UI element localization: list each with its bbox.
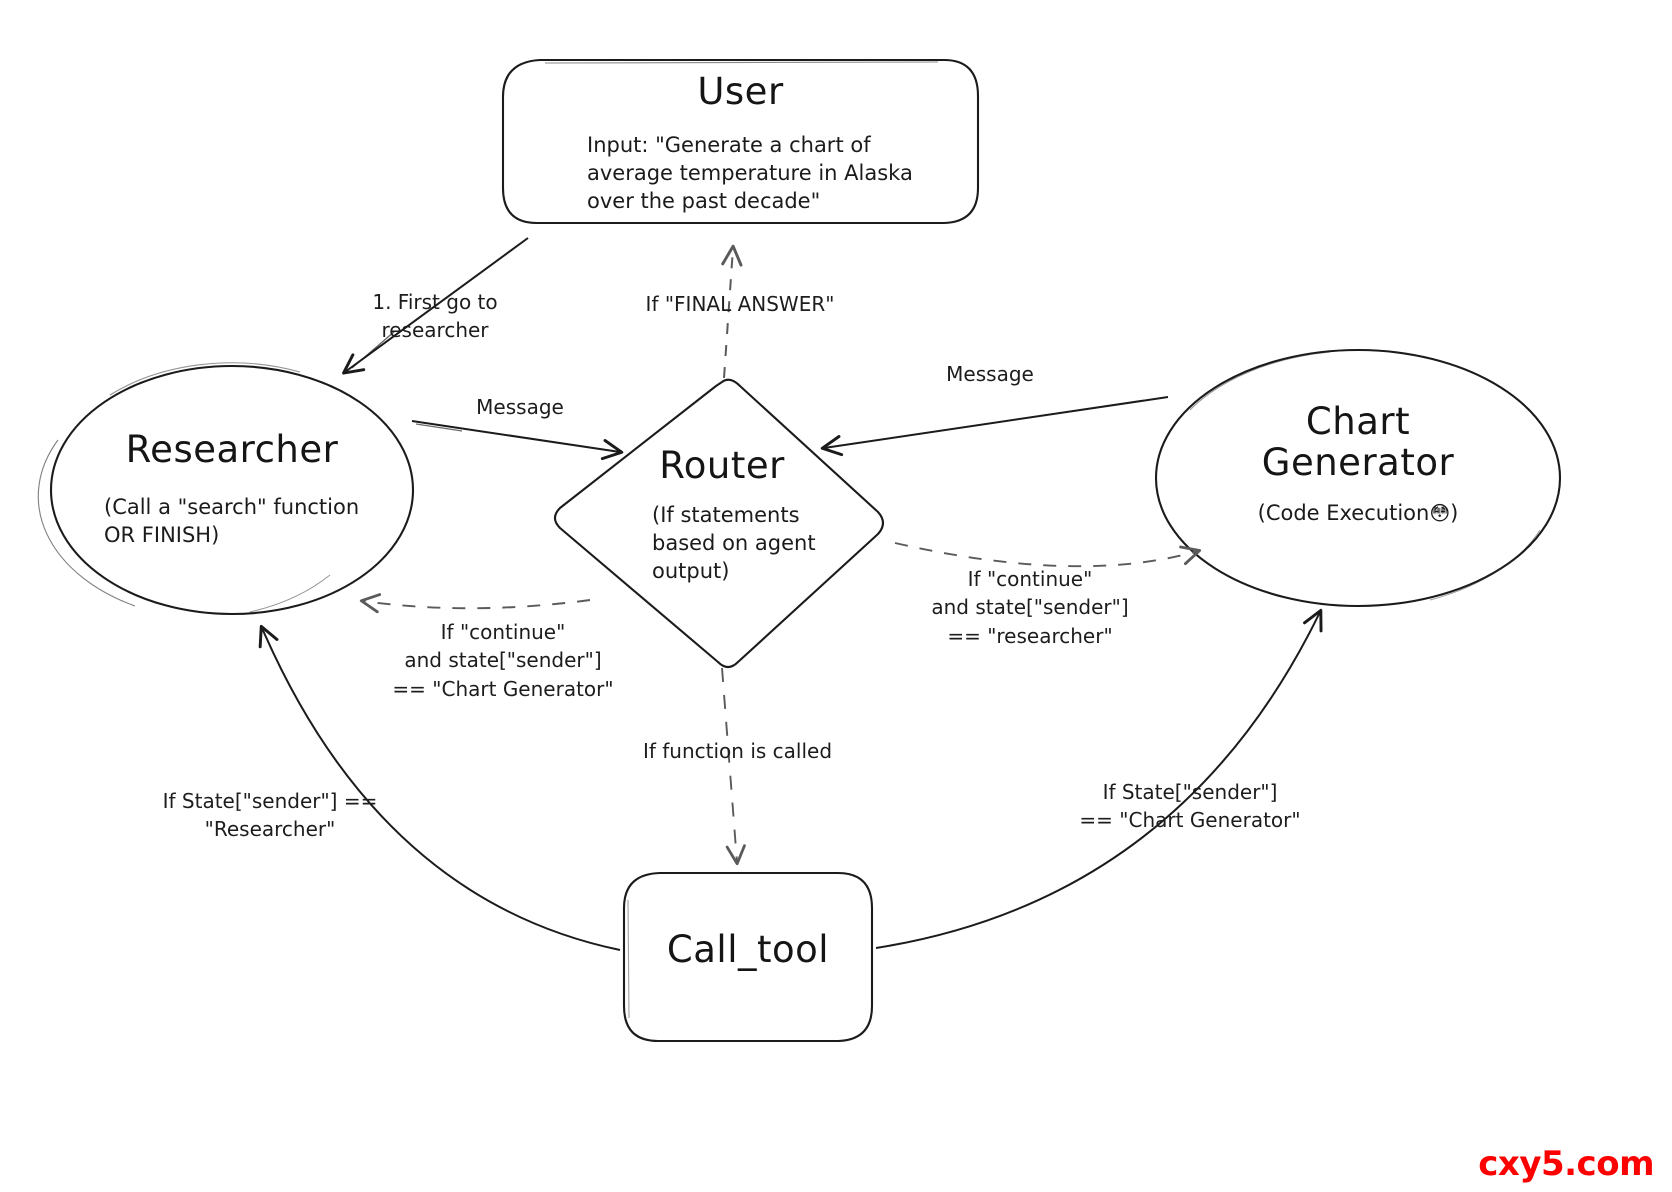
edge-researcher-to-router [411, 420, 624, 461]
watermark: cxy5.com [1478, 1144, 1654, 1184]
edge-router-to-calltool [721, 667, 746, 866]
edge-router-to-chartgen [894, 542, 1202, 568]
edge-user-to-researcher [342, 237, 529, 375]
edge-router-to-user [721, 244, 743, 379]
node-researcher[interactable] [37, 362, 415, 616]
edge-calltool-to-chartgen [875, 608, 1323, 949]
edge-chartgen-to-router [820, 396, 1169, 457]
node-router[interactable] [553, 378, 885, 669]
node-user[interactable] [501, 58, 980, 225]
edge-router-to-researcher [359, 593, 591, 614]
node-chart-generator[interactable] [1154, 348, 1562, 608]
edge-calltool-to-researcher [258, 624, 621, 951]
node-call-tool[interactable] [622, 871, 874, 1043]
